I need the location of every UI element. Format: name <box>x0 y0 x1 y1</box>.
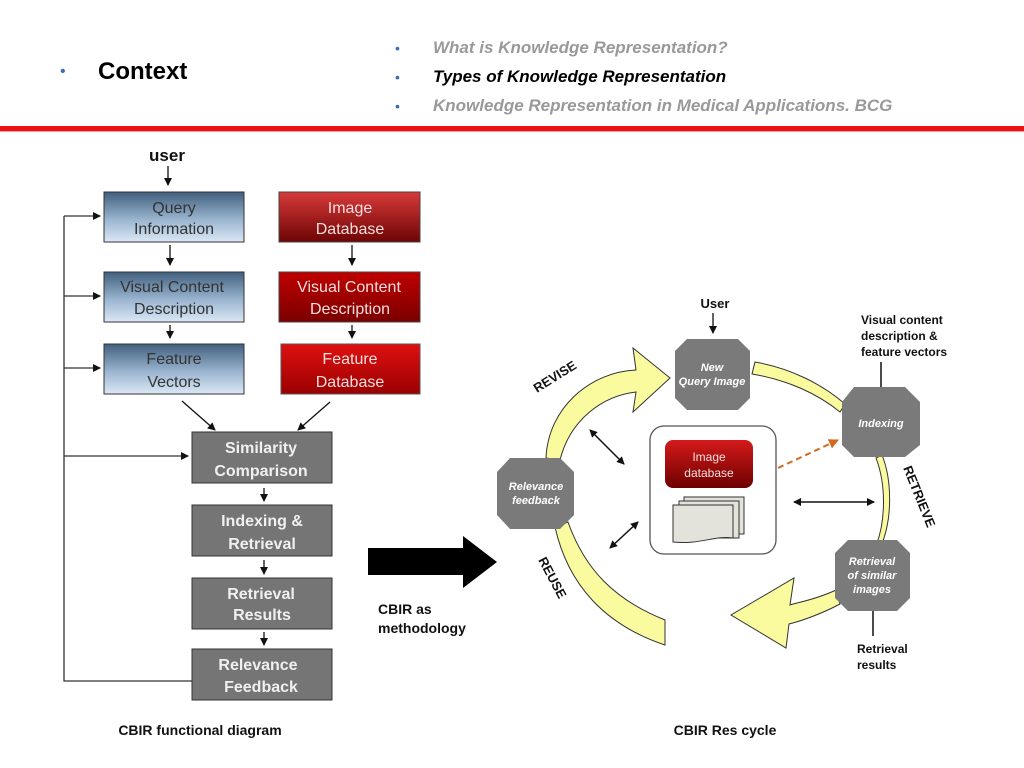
reuse-arc <box>554 521 666 646</box>
bullet-icon: • <box>395 39 400 56</box>
similarity-comparison-box[interactable]: Similarity Comparison <box>191 431 333 484</box>
topic-label: Knowledge Representation in Medical Appl… <box>433 95 893 115</box>
phase-label-retrieve: RETRIEVE <box>900 464 938 530</box>
box-label: Vectors <box>147 374 200 391</box>
box-label: Feature <box>146 351 201 368</box>
node-label: Retrieval <box>849 556 896 568</box>
box-label: Feature <box>322 351 377 368</box>
box-label: Indexing & <box>221 513 303 530</box>
arrow <box>297 401 331 431</box>
relevance-feedback-node[interactable]: Relevance feedback <box>497 458 574 529</box>
topic-label: What is Knowledge Representation? <box>433 37 728 57</box>
node-label: images <box>853 584 891 596</box>
feature-vectors-box[interactable]: Feature Vectors <box>103 343 245 395</box>
node-label: Relevance <box>509 481 563 493</box>
cycle-user-label: User <box>701 296 730 311</box>
node-label: of similar <box>848 570 898 582</box>
query-information-box[interactable]: Query Information <box>103 191 245 243</box>
relevance-feedback-box[interactable]: Relevance Feedback <box>191 648 333 701</box>
annotation-label: Visual content <box>861 313 943 327</box>
bullet-icon: • <box>60 63 66 80</box>
feature-database-box[interactable]: Feature Database <box>280 343 421 395</box>
user-label: user <box>149 146 185 165</box>
double-arrow <box>609 521 639 549</box>
box-label: Information <box>134 221 214 238</box>
transition-label: CBIR as <box>378 601 432 617</box>
annotation-label: feature vectors <box>861 345 947 359</box>
section-header: • Context <box>60 58 187 86</box>
phase-label-reuse: REUSE <box>535 554 569 601</box>
node-label: New <box>701 362 725 374</box>
header-divider <box>0 126 1024 132</box>
node-label: Image <box>692 450 726 464</box>
box-label: Retrieval <box>227 586 295 603</box>
arrow <box>181 400 216 431</box>
box-label: Image <box>328 200 373 217</box>
topic-item[interactable]: • What is Knowledge Representation? <box>395 33 892 62</box>
bullet-icon: • <box>395 97 400 114</box>
revise-arc-arrow <box>545 346 671 461</box>
box-label: Visual Content <box>120 279 224 296</box>
retrieval-similar-images-node[interactable]: Retrieval of similar images <box>835 540 910 611</box>
box-label: Relevance <box>218 657 297 674</box>
box-label: Database <box>316 374 385 391</box>
retrieval-results-box[interactable]: Retrieval Results <box>191 577 333 630</box>
phase-label-revise: REVISE <box>531 357 580 395</box>
box-label: Feedback <box>224 679 298 696</box>
section-title: Context <box>98 58 188 85</box>
new-query-image-node[interactable]: New Query Image <box>675 339 750 410</box>
indexing-arc <box>751 361 846 413</box>
annotation-label: description & <box>861 329 938 343</box>
document-stack-icon <box>672 496 745 544</box>
retrieve-arc <box>875 454 891 549</box>
bullet-icon: • <box>395 68 400 85</box>
node-label: Query Image <box>679 376 746 388</box>
annotation-label: results <box>857 658 897 672</box>
results-arc-arrow <box>730 577 841 649</box>
functional-diagram-caption: CBIR functional diagram <box>118 722 281 738</box>
indexing-node[interactable]: Indexing <box>842 387 920 457</box>
feedback-loop-line <box>63 216 192 682</box>
transition-label: methodology <box>378 620 466 636</box>
image-database-box[interactable]: Image Database <box>278 191 421 243</box>
annotation-label: Retrieval <box>857 642 908 656</box>
box-label: Comparison <box>214 463 307 480</box>
big-right-arrow-icon <box>368 536 497 588</box>
topic-label: Types of Knowledge Representation <box>433 66 727 86</box>
image-database-container[interactable]: Image database <box>649 425 777 555</box>
box-label: Query <box>152 200 196 217</box>
box-label: Visual Content <box>297 279 401 296</box>
node-label: database <box>684 466 734 480</box>
box-label: Database <box>316 221 385 238</box>
indexing-retrieval-box[interactable]: Indexing & Retrieval <box>191 504 333 557</box>
res-cycle-caption: CBIR Res cycle <box>674 722 777 738</box>
box-label: Description <box>134 301 214 318</box>
box-label: Similarity <box>225 440 297 457</box>
topic-item[interactable]: • Knowledge Representation in Medical Ap… <box>395 91 892 120</box>
double-arrow <box>589 429 625 465</box>
topic-list: • What is Knowledge Representation? • Ty… <box>395 33 892 120</box>
visual-content-description-box[interactable]: Visual Content Description <box>103 271 245 323</box>
node-label: feedback <box>512 495 561 507</box>
dashed-arrow <box>777 439 839 469</box>
box-label: Description <box>310 301 390 318</box>
node-label: Indexing <box>858 418 904 430</box>
topic-item-active[interactable]: • Types of Knowledge Representation <box>395 62 892 91</box>
db-visual-content-description-box[interactable]: Visual Content Description <box>278 271 421 323</box>
box-label: Retrieval <box>228 536 296 553</box>
box-label: Results <box>233 607 291 624</box>
